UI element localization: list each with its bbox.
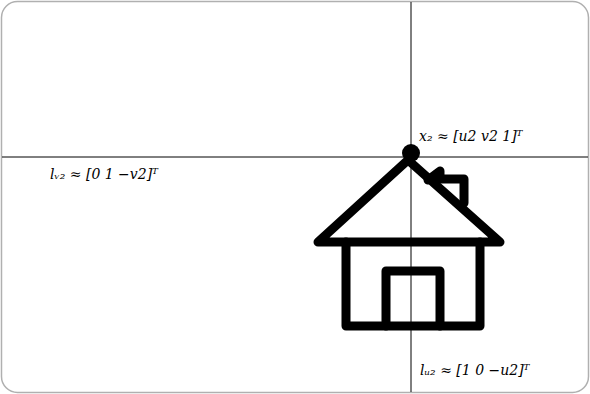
point-dot: [402, 144, 420, 162]
horizontal-line: [2, 157, 588, 158]
house-chimney: [428, 171, 464, 203]
math-label: lᵥ₂ ≈ [0 1 −v2]ᵀ: [48, 166, 160, 183]
house-wall: [346, 242, 480, 326]
house-drawing: [318, 160, 500, 326]
house-door: [386, 271, 440, 326]
vertical-line: [411, 2, 412, 392]
math-label: lᵤ₂ ≈ [1 0 −u2]ᵀ: [418, 362, 531, 379]
house-roof: [318, 160, 500, 242]
math-label: x₂ ≈ [u2 v2 1]ᵀ: [417, 128, 525, 145]
